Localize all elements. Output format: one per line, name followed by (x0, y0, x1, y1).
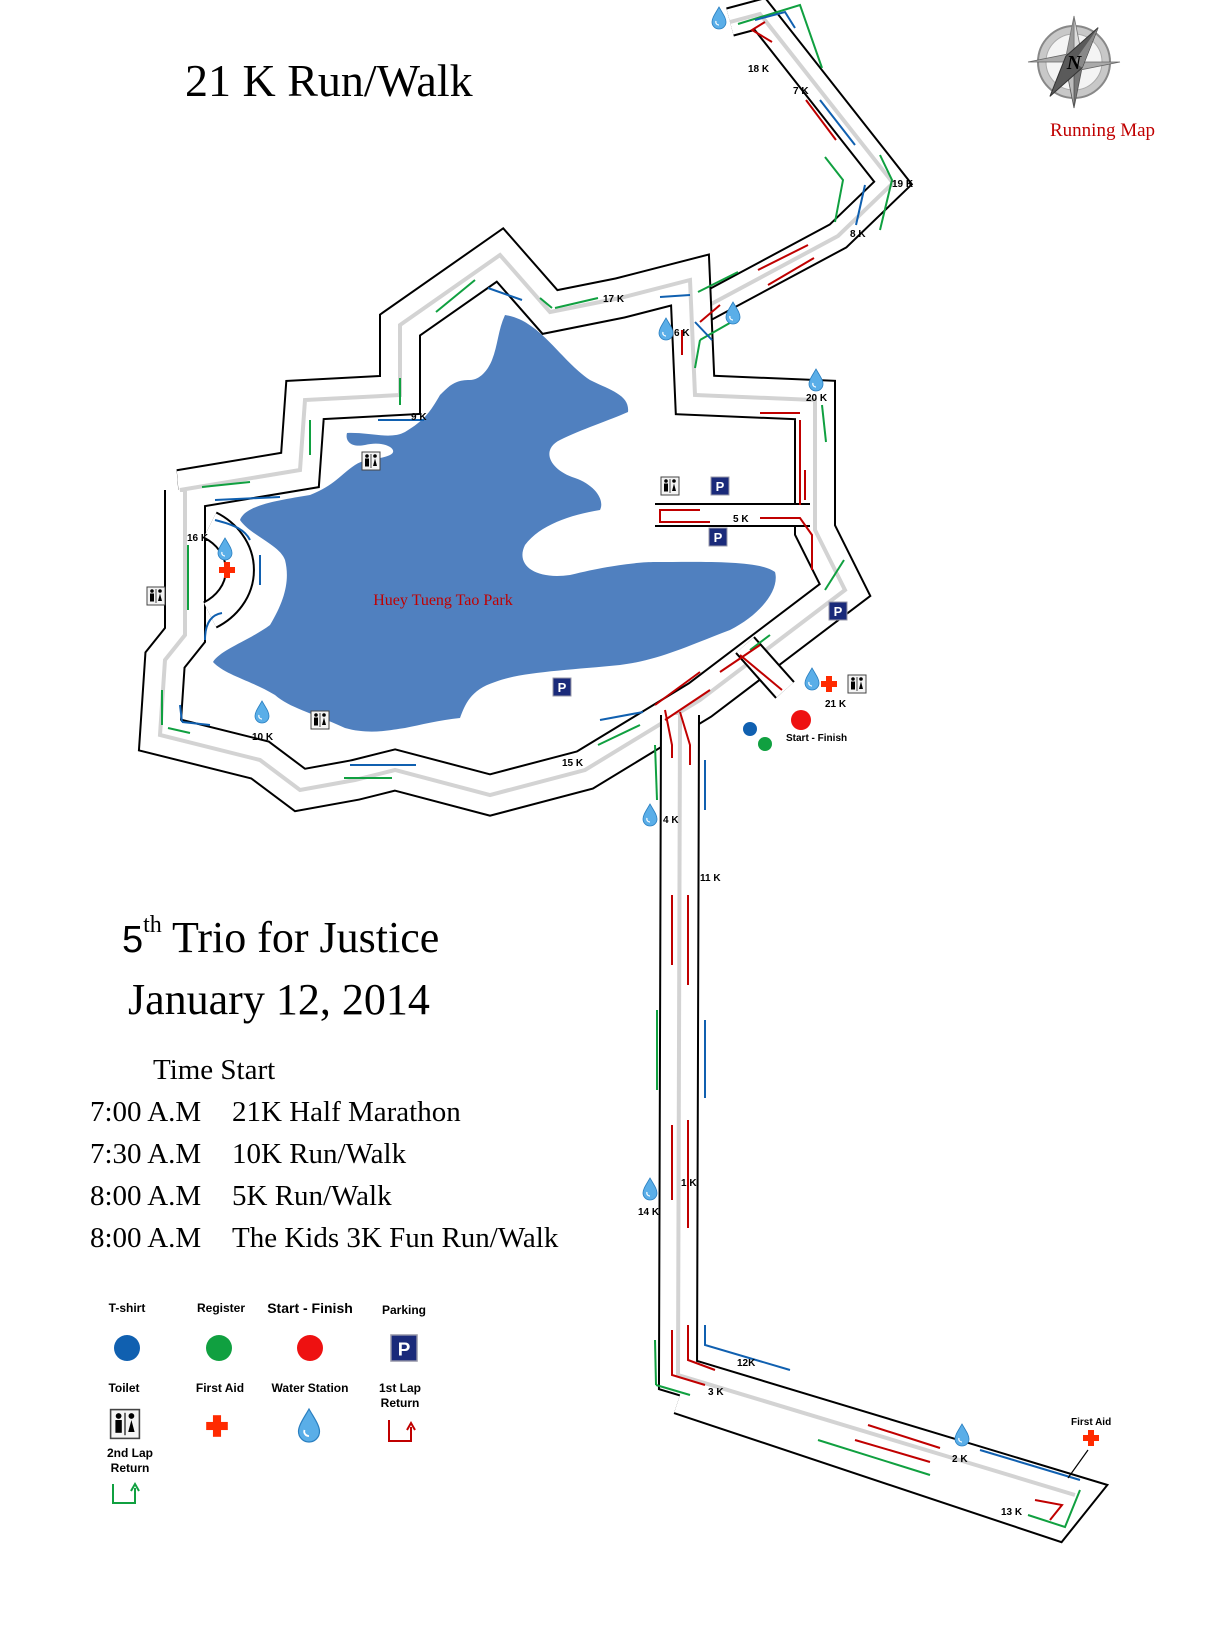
km-marker: 21 K (825, 699, 847, 710)
schedule-item: 8:00 A.M The Kids 3K Fun Run/Walk (90, 1222, 558, 1264)
legend-second-lap-label-1: 2nd Lap (107, 1446, 153, 1460)
schedule-time: 8:00 A.M (90, 1222, 202, 1254)
km-marker: 4 K (663, 815, 679, 826)
km-marker: 5 K (733, 514, 749, 525)
legend-register-icon (206, 1335, 232, 1361)
km-marker: 9 K (411, 412, 427, 423)
km-marker: 6 K (674, 328, 690, 339)
legend-first-aid-label: First Aid (196, 1381, 244, 1395)
legend-register-label: Register (197, 1301, 245, 1315)
km-marker: 18 K (748, 64, 770, 75)
km-marker: 8 K (850, 229, 866, 240)
park-name: Huey Tueng Tao Park (373, 592, 512, 609)
schedule-item: 8:00 A.M 5K Run/Walk (90, 1180, 558, 1222)
schedule-event: The Kids 3K Fun Run/Walk (232, 1222, 559, 1254)
edition-suffix: th (143, 912, 162, 939)
km-marker: 17 K (603, 294, 625, 305)
km-marker: 2 K (952, 1454, 968, 1465)
legend-first-aid-icon (206, 1415, 228, 1437)
km-marker: 14 K (638, 1207, 660, 1218)
compass-icon: N (1027, 15, 1121, 109)
event-date: January 12, 2014 (128, 975, 430, 1024)
edition-number: 5 (122, 919, 144, 961)
legend-start-finish-icon (297, 1335, 323, 1361)
schedule-item: 7:00 A.M 21K Half Marathon (90, 1096, 558, 1138)
route-road (137, 0, 1110, 1544)
legend-toilet-icon (109, 1408, 141, 1440)
legend-parking-label: Parking (382, 1303, 426, 1317)
legend-water-station-label: Water Station (272, 1381, 349, 1395)
compass-label: Running Map (1050, 120, 1156, 141)
km-marker: 11 K (700, 873, 721, 884)
km-marker: 16 K (187, 533, 209, 544)
legend-water-drop-icon (297, 1408, 321, 1443)
km-marker: 7 K (793, 86, 809, 97)
km-marker: 19 K (892, 179, 914, 190)
km-marker: 20 K (806, 393, 828, 404)
legend-second-lap-label-2: Return (111, 1461, 150, 1475)
schedule-event: 21K Half Marathon (232, 1096, 461, 1128)
legend-first-lap-label-1: 1st Lap (379, 1381, 421, 1395)
edition-name: Trio for Justice (172, 913, 440, 962)
schedule-time: 8:00 A.M (90, 1180, 202, 1212)
legend-first-lap-label-2: Return (381, 1396, 420, 1410)
legend-parking-icon (390, 1334, 418, 1362)
first-aid-map-label: First Aid (1071, 1417, 1111, 1428)
page-title: 21 K Run/Walk (185, 55, 473, 106)
compass-letter: N (1066, 52, 1083, 74)
register-marker (758, 737, 772, 751)
schedule-heading: Time Start (153, 1054, 276, 1086)
schedule-event: 10K Run/Walk (232, 1138, 407, 1170)
legend-toilet-label: Toilet (108, 1381, 139, 1395)
km-marker: 10 K (252, 732, 274, 743)
route-lines (161, 3, 1089, 1529)
tshirt-marker (743, 722, 757, 736)
start-finish-marker (791, 710, 811, 730)
schedule-list: 7:00 A.M 21K Half Marathon 7:30 A.M 10K Ru… (90, 1096, 558, 1264)
km-marker: 1 K (681, 1178, 697, 1189)
legend-first-lap-icon (388, 1420, 412, 1442)
legend: T-shirt Register Start - Finish Parking … (107, 1300, 426, 1504)
legend-tshirt-icon (114, 1335, 140, 1361)
legend-start-finish-label: Start - Finish (267, 1300, 353, 1316)
legend-second-lap-icon (112, 1484, 136, 1504)
km-marker: 12K (737, 1358, 756, 1369)
km-markers: 1 K 2 K 3 K 4 K 5 K 6 K 7 K 8 K 9 K 10 K… (187, 64, 1023, 1518)
schedule-event: 5K Run/Walk (232, 1180, 392, 1212)
start-finish-label: Start - Finish (786, 733, 847, 744)
km-marker: 15 K (562, 758, 584, 769)
schedule-time: 7:00 A.M (90, 1096, 202, 1128)
schedule-time: 7:30 A.M (90, 1138, 202, 1170)
event-edition: 5th Trio for Justice (122, 912, 439, 963)
lake (213, 315, 776, 732)
km-marker: 13 K (1001, 1507, 1023, 1518)
km-marker: 3 K (708, 1387, 724, 1398)
schedule-item: 7:30 A.M 10K Run/Walk (90, 1138, 558, 1180)
legend-tshirt-label: T-shirt (109, 1301, 146, 1315)
